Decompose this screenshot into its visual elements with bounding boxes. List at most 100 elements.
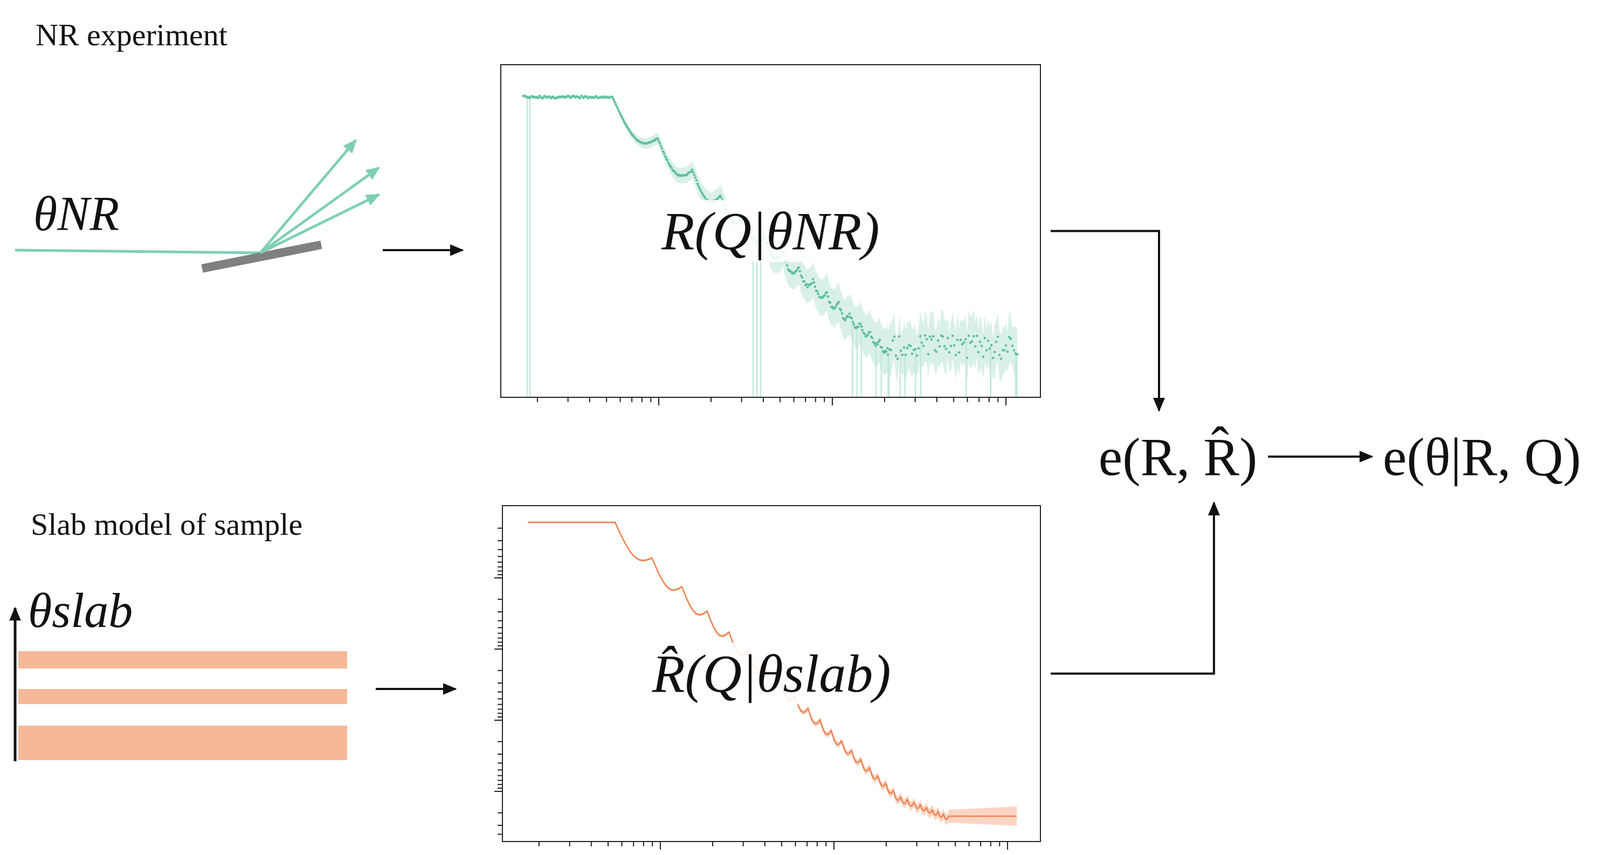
tick-mark	[658, 397, 660, 406]
data-point	[925, 338, 929, 341]
error-bar	[1015, 353, 1017, 397]
data-point	[927, 353, 930, 356]
slab-layer	[18, 651, 348, 669]
tick-mark	[590, 842, 592, 847]
data-point	[993, 350, 997, 354]
data-point	[914, 347, 917, 351]
data-point	[938, 345, 942, 348]
math-expression: e(R, R̂)	[1098, 425, 1258, 488]
tick-mark	[632, 842, 634, 847]
data-point	[616, 107, 620, 110]
data-point	[850, 316, 854, 320]
error-bar	[965, 339, 968, 397]
tick-mark	[497, 753, 502, 755]
data-point	[670, 166, 674, 170]
tick-mark	[621, 842, 623, 847]
data-point	[656, 136, 660, 140]
tick-mark	[569, 842, 571, 847]
data-point	[658, 142, 662, 146]
incident-beam	[15, 250, 261, 253]
error-bar	[899, 350, 902, 397]
parameter-symbol: θslab	[28, 586, 133, 636]
tick-mark	[497, 626, 502, 629]
tick-mark	[997, 397, 999, 403]
data-point	[995, 340, 998, 344]
tick-mark	[497, 833, 502, 835]
tick-mark	[497, 574, 502, 576]
data-point	[919, 334, 922, 338]
data-point	[837, 300, 841, 304]
data-point	[990, 343, 993, 347]
data-point	[985, 348, 989, 352]
tick-mark	[710, 397, 712, 403]
connector-arrow	[1050, 231, 1160, 411]
tick-mark	[497, 632, 502, 634]
data-point	[578, 97, 582, 100]
data-point	[915, 354, 919, 357]
data-point	[844, 318, 847, 322]
data-point	[949, 345, 953, 348]
data-point	[972, 334, 976, 338]
data-point	[614, 102, 618, 106]
tick-mark	[936, 397, 938, 403]
data-point	[987, 339, 990, 343]
data-point	[660, 147, 664, 150]
reflectivity-plot: R̂(Q|θslab)	[501, 505, 1041, 843]
data-point	[860, 325, 864, 328]
error-bar	[904, 354, 906, 397]
data-point	[613, 100, 617, 103]
data-point	[896, 357, 900, 361]
data-point	[970, 340, 974, 343]
tick-mark	[497, 824, 502, 826]
data-point	[852, 323, 856, 327]
data-point	[902, 346, 906, 349]
data-point	[811, 277, 815, 281]
data-point	[840, 312, 844, 315]
tick-mark	[497, 716, 502, 718]
error-bar	[888, 349, 891, 397]
data-point	[812, 281, 816, 285]
data-point	[814, 285, 817, 289]
tick-mark	[497, 566, 502, 568]
data-point	[863, 332, 867, 336]
tick-mark	[605, 397, 608, 403]
tick-mark	[741, 397, 743, 403]
tick-mark	[978, 397, 980, 403]
data-point	[720, 196, 723, 199]
data-point	[839, 308, 843, 312]
data-point	[988, 347, 992, 350]
data-point	[823, 293, 827, 297]
data-point	[983, 336, 987, 340]
data-point	[785, 264, 789, 267]
tick-mark	[497, 555, 502, 557]
data-point	[917, 347, 921, 350]
tick-mark	[494, 719, 502, 721]
tick-mark	[497, 769, 502, 771]
data-point	[663, 152, 666, 156]
tick-mark	[816, 842, 818, 847]
data-point	[696, 182, 700, 186]
tick-mark	[497, 783, 502, 785]
tick-mark	[954, 842, 956, 847]
tick-mark	[589, 397, 591, 403]
data-point	[975, 334, 979, 338]
data-point	[617, 109, 621, 113]
tick-mark	[497, 645, 502, 647]
data-point	[974, 345, 977, 348]
data-point	[898, 335, 901, 339]
tick-mark	[712, 842, 714, 847]
data-point	[998, 353, 1002, 357]
data-point	[847, 315, 851, 319]
data-point	[834, 305, 838, 309]
data-point	[878, 338, 882, 342]
data-point	[859, 322, 862, 326]
data-point	[957, 351, 961, 355]
tick-mark	[764, 842, 766, 847]
data-point	[798, 270, 802, 273]
slab-layer	[18, 725, 348, 761]
data-point	[659, 144, 663, 148]
data-point	[886, 353, 890, 356]
data-point	[959, 338, 963, 342]
plot-label: R̂(Q|θslab)	[645, 642, 898, 705]
data-point	[615, 105, 619, 108]
